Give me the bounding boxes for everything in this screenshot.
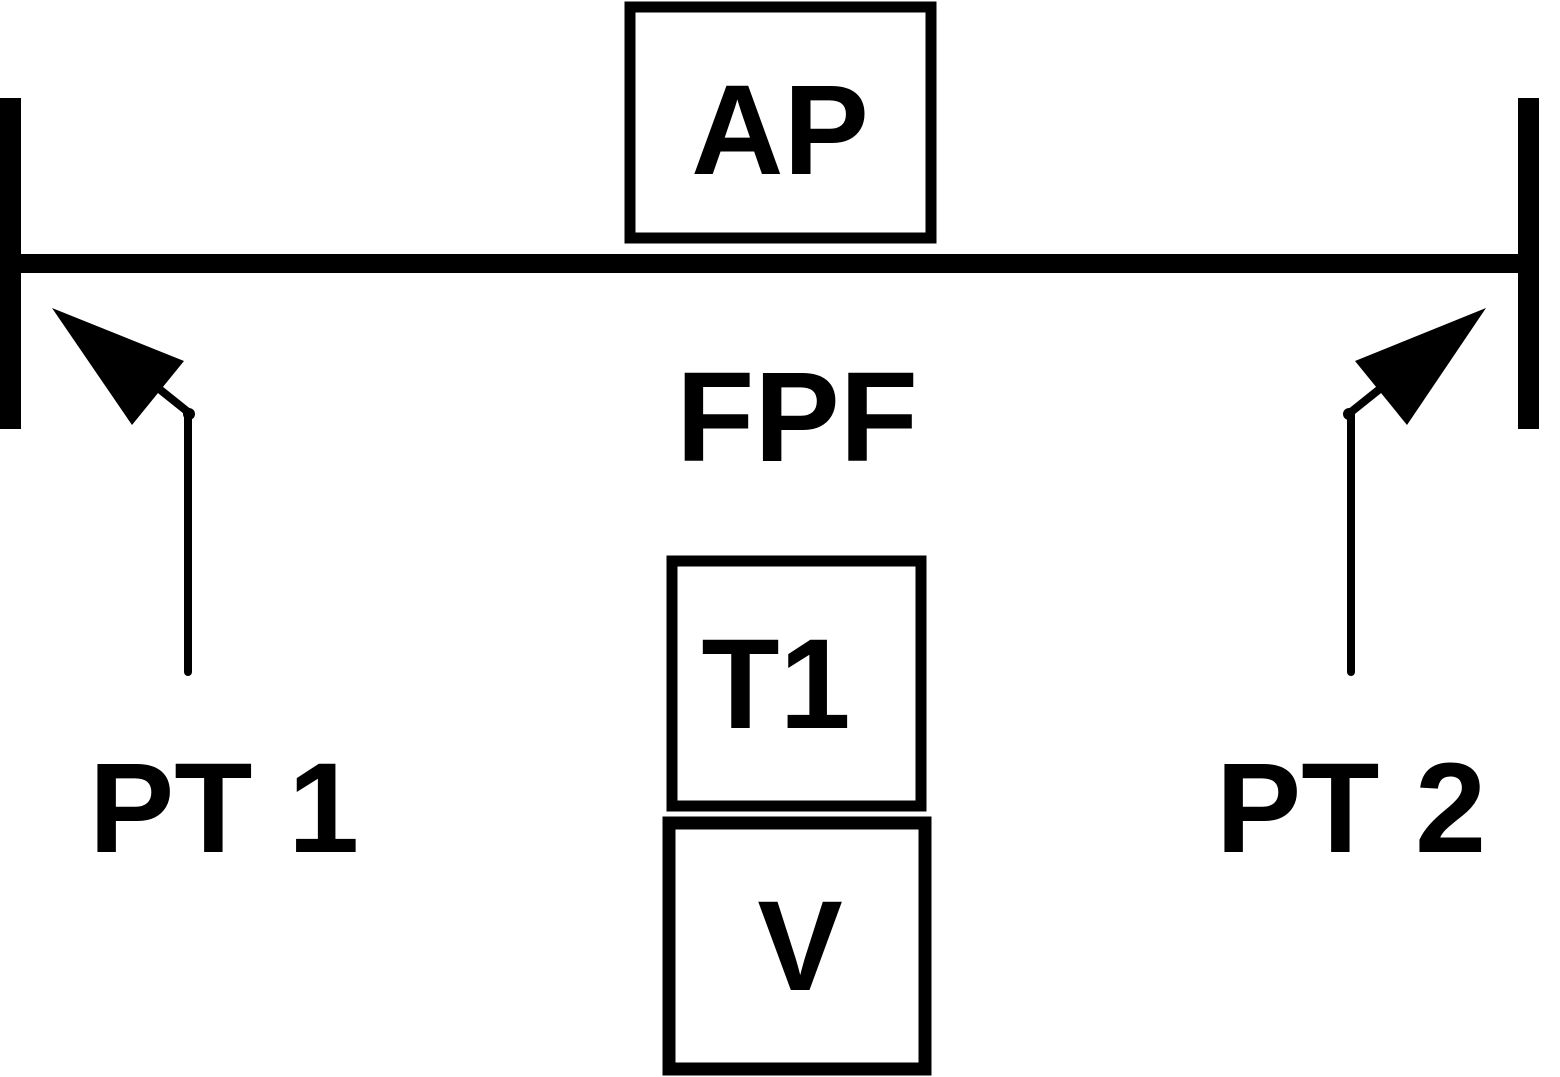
v-box-label: V xyxy=(757,875,842,1018)
pt1-pointer-joint xyxy=(183,408,195,420)
right-end-cap xyxy=(1518,98,1539,429)
fpf-label: FPF xyxy=(676,346,918,489)
pt2-pointer xyxy=(1343,308,1486,676)
pt1-pointer-shaft xyxy=(154,384,192,676)
pt2-arrowhead-icon xyxy=(1355,308,1486,425)
pt2-label: PT 2 xyxy=(1216,737,1486,880)
v-box-frame xyxy=(662,816,932,1076)
pt2-pointer-joint xyxy=(1343,408,1355,420)
pt2-pointer-shaft xyxy=(1347,384,1385,676)
ap-box: AP xyxy=(624,1,937,244)
pt1-label: PT 1 xyxy=(89,737,359,880)
ap-box-label: AP xyxy=(691,59,869,202)
ap-box-frame xyxy=(624,1,937,244)
pt1-pointer xyxy=(52,308,195,676)
t1-box: T1 xyxy=(666,555,927,812)
left-end-cap xyxy=(0,98,21,429)
t1-box-frame xyxy=(666,555,927,812)
t1-box-label: T1 xyxy=(701,613,850,756)
v-box: V xyxy=(662,816,932,1076)
pt1-arrowhead-icon xyxy=(52,308,184,425)
fpf-line xyxy=(10,254,1528,273)
